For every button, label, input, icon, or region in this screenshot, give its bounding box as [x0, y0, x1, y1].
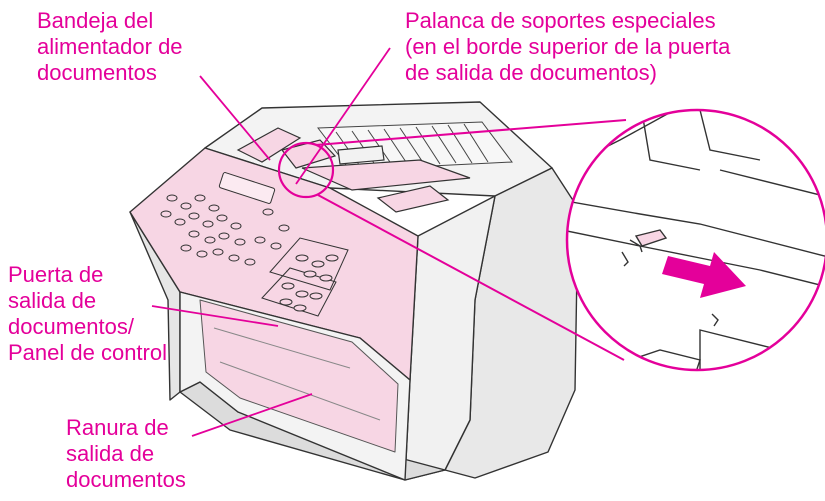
- callout-document-feeder-tray: Bandeja del alimentador de documentos: [37, 8, 183, 85]
- keypad-buttons: [160, 194, 290, 266]
- leader-bandeja: [199, 75, 271, 161]
- callout-document-output-slot: Ranura de salida de documentos: [66, 415, 186, 492]
- one-touch-keys: [261, 237, 349, 317]
- zoom-circle-icon: [277, 141, 335, 199]
- control-panel: [129, 147, 419, 481]
- leader-ranura: [191, 393, 313, 437]
- magnified-detail: [565, 108, 825, 372]
- callout-output-door-control-panel: Puerta de salida de documentos/ Panel de…: [8, 262, 167, 365]
- callout-special-media-lever: Palanca de soportes especiales (en el bo…: [405, 8, 731, 85]
- zoom-connector-lines: [315, 119, 627, 361]
- paper-guide: [301, 145, 471, 213]
- leader-palanca: [295, 47, 391, 185]
- slide-direction-arrow: [662, 252, 746, 298]
- leader-puerta: [151, 305, 279, 327]
- leader-lines: [151, 47, 391, 437]
